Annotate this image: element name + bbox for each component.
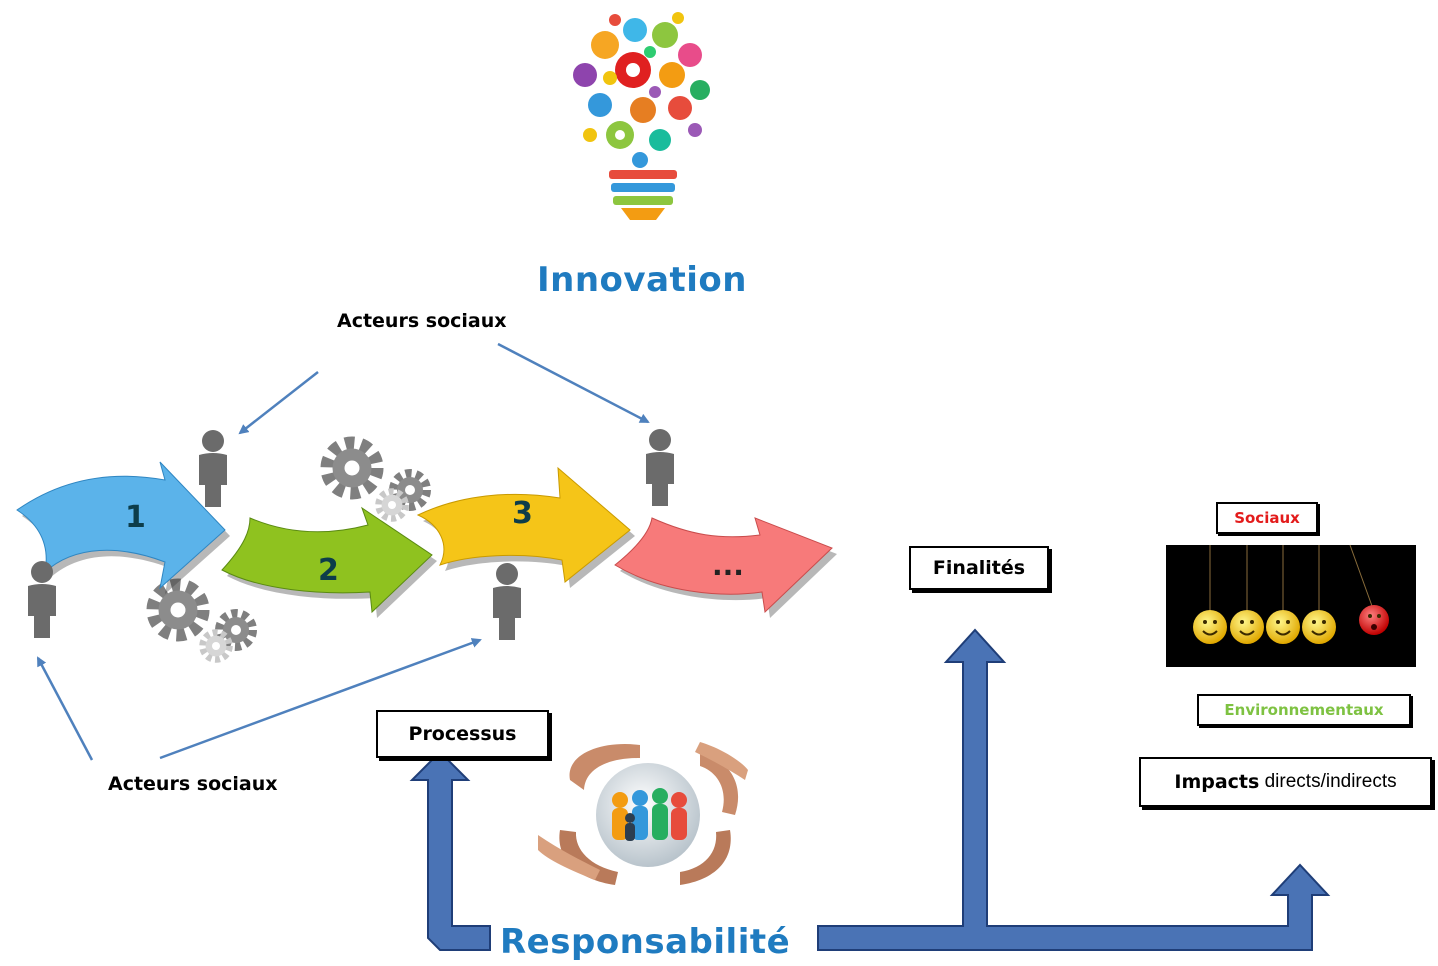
environnementaux-label: Environnementaux bbox=[1224, 701, 1384, 719]
step-arrow-3: 3 bbox=[416, 466, 635, 588]
impacts-label-rest: directs/indirects bbox=[1259, 771, 1397, 792]
step-label: 3 bbox=[512, 496, 533, 531]
lightbulb-gears-icon bbox=[567, 10, 717, 220]
step-arrow-4: ... bbox=[614, 517, 837, 618]
person-icon bbox=[646, 429, 674, 506]
person-icon bbox=[199, 430, 227, 507]
finalites-box: Finalités bbox=[909, 546, 1049, 590]
person-icon bbox=[28, 561, 56, 638]
finalites-label: Finalités bbox=[932, 557, 1026, 579]
actors-label-bottom: Acteurs sociaux bbox=[108, 773, 278, 795]
responsibility-arrows bbox=[409, 628, 1331, 951]
environnementaux-tag: Environnementaux bbox=[1197, 694, 1411, 726]
hands-community-icon bbox=[538, 742, 748, 885]
sociaux-label: Sociaux bbox=[1234, 509, 1300, 527]
step-label: ... bbox=[712, 549, 744, 582]
impacts-label-bold: Impacts bbox=[1174, 771, 1260, 793]
processus-label: Processus bbox=[408, 723, 517, 745]
newton-cradle-smileys-icon bbox=[1166, 544, 1416, 667]
processus-box: Processus bbox=[376, 710, 549, 758]
sociaux-tag: Sociaux bbox=[1216, 502, 1318, 534]
innovation-title: Innovation bbox=[537, 260, 747, 300]
gears-icon bbox=[330, 446, 426, 518]
person-icon bbox=[493, 563, 521, 640]
step-arrow-1: 1 bbox=[16, 461, 230, 594]
step-arrow-2: 2 bbox=[221, 506, 437, 618]
gears-icon bbox=[156, 588, 252, 659]
step-label: 2 bbox=[318, 553, 339, 588]
actors-label-top: Acteurs sociaux bbox=[337, 310, 507, 332]
step-label: 1 bbox=[125, 500, 146, 535]
impacts-box: Impacts directs/indirects bbox=[1139, 757, 1432, 807]
responsabilite-title: Responsabilité bbox=[500, 922, 791, 962]
